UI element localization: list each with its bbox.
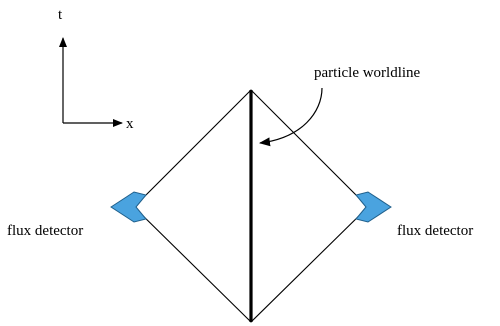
- right-flux-detector-icon: [355, 191, 392, 223]
- t-axis-label: t: [58, 7, 63, 23]
- x-axis-label: x: [126, 116, 134, 132]
- left-flux-detector-icon: [110, 191, 147, 223]
- left-flux-detector-label: flux detector: [7, 223, 83, 239]
- worldline-pointer-arrow: [259, 87, 323, 147]
- coordinate-axes: t x: [58, 7, 134, 132]
- worldline-label: particle worldline: [314, 65, 421, 81]
- right-flux-detector-label: flux detector: [397, 223, 473, 239]
